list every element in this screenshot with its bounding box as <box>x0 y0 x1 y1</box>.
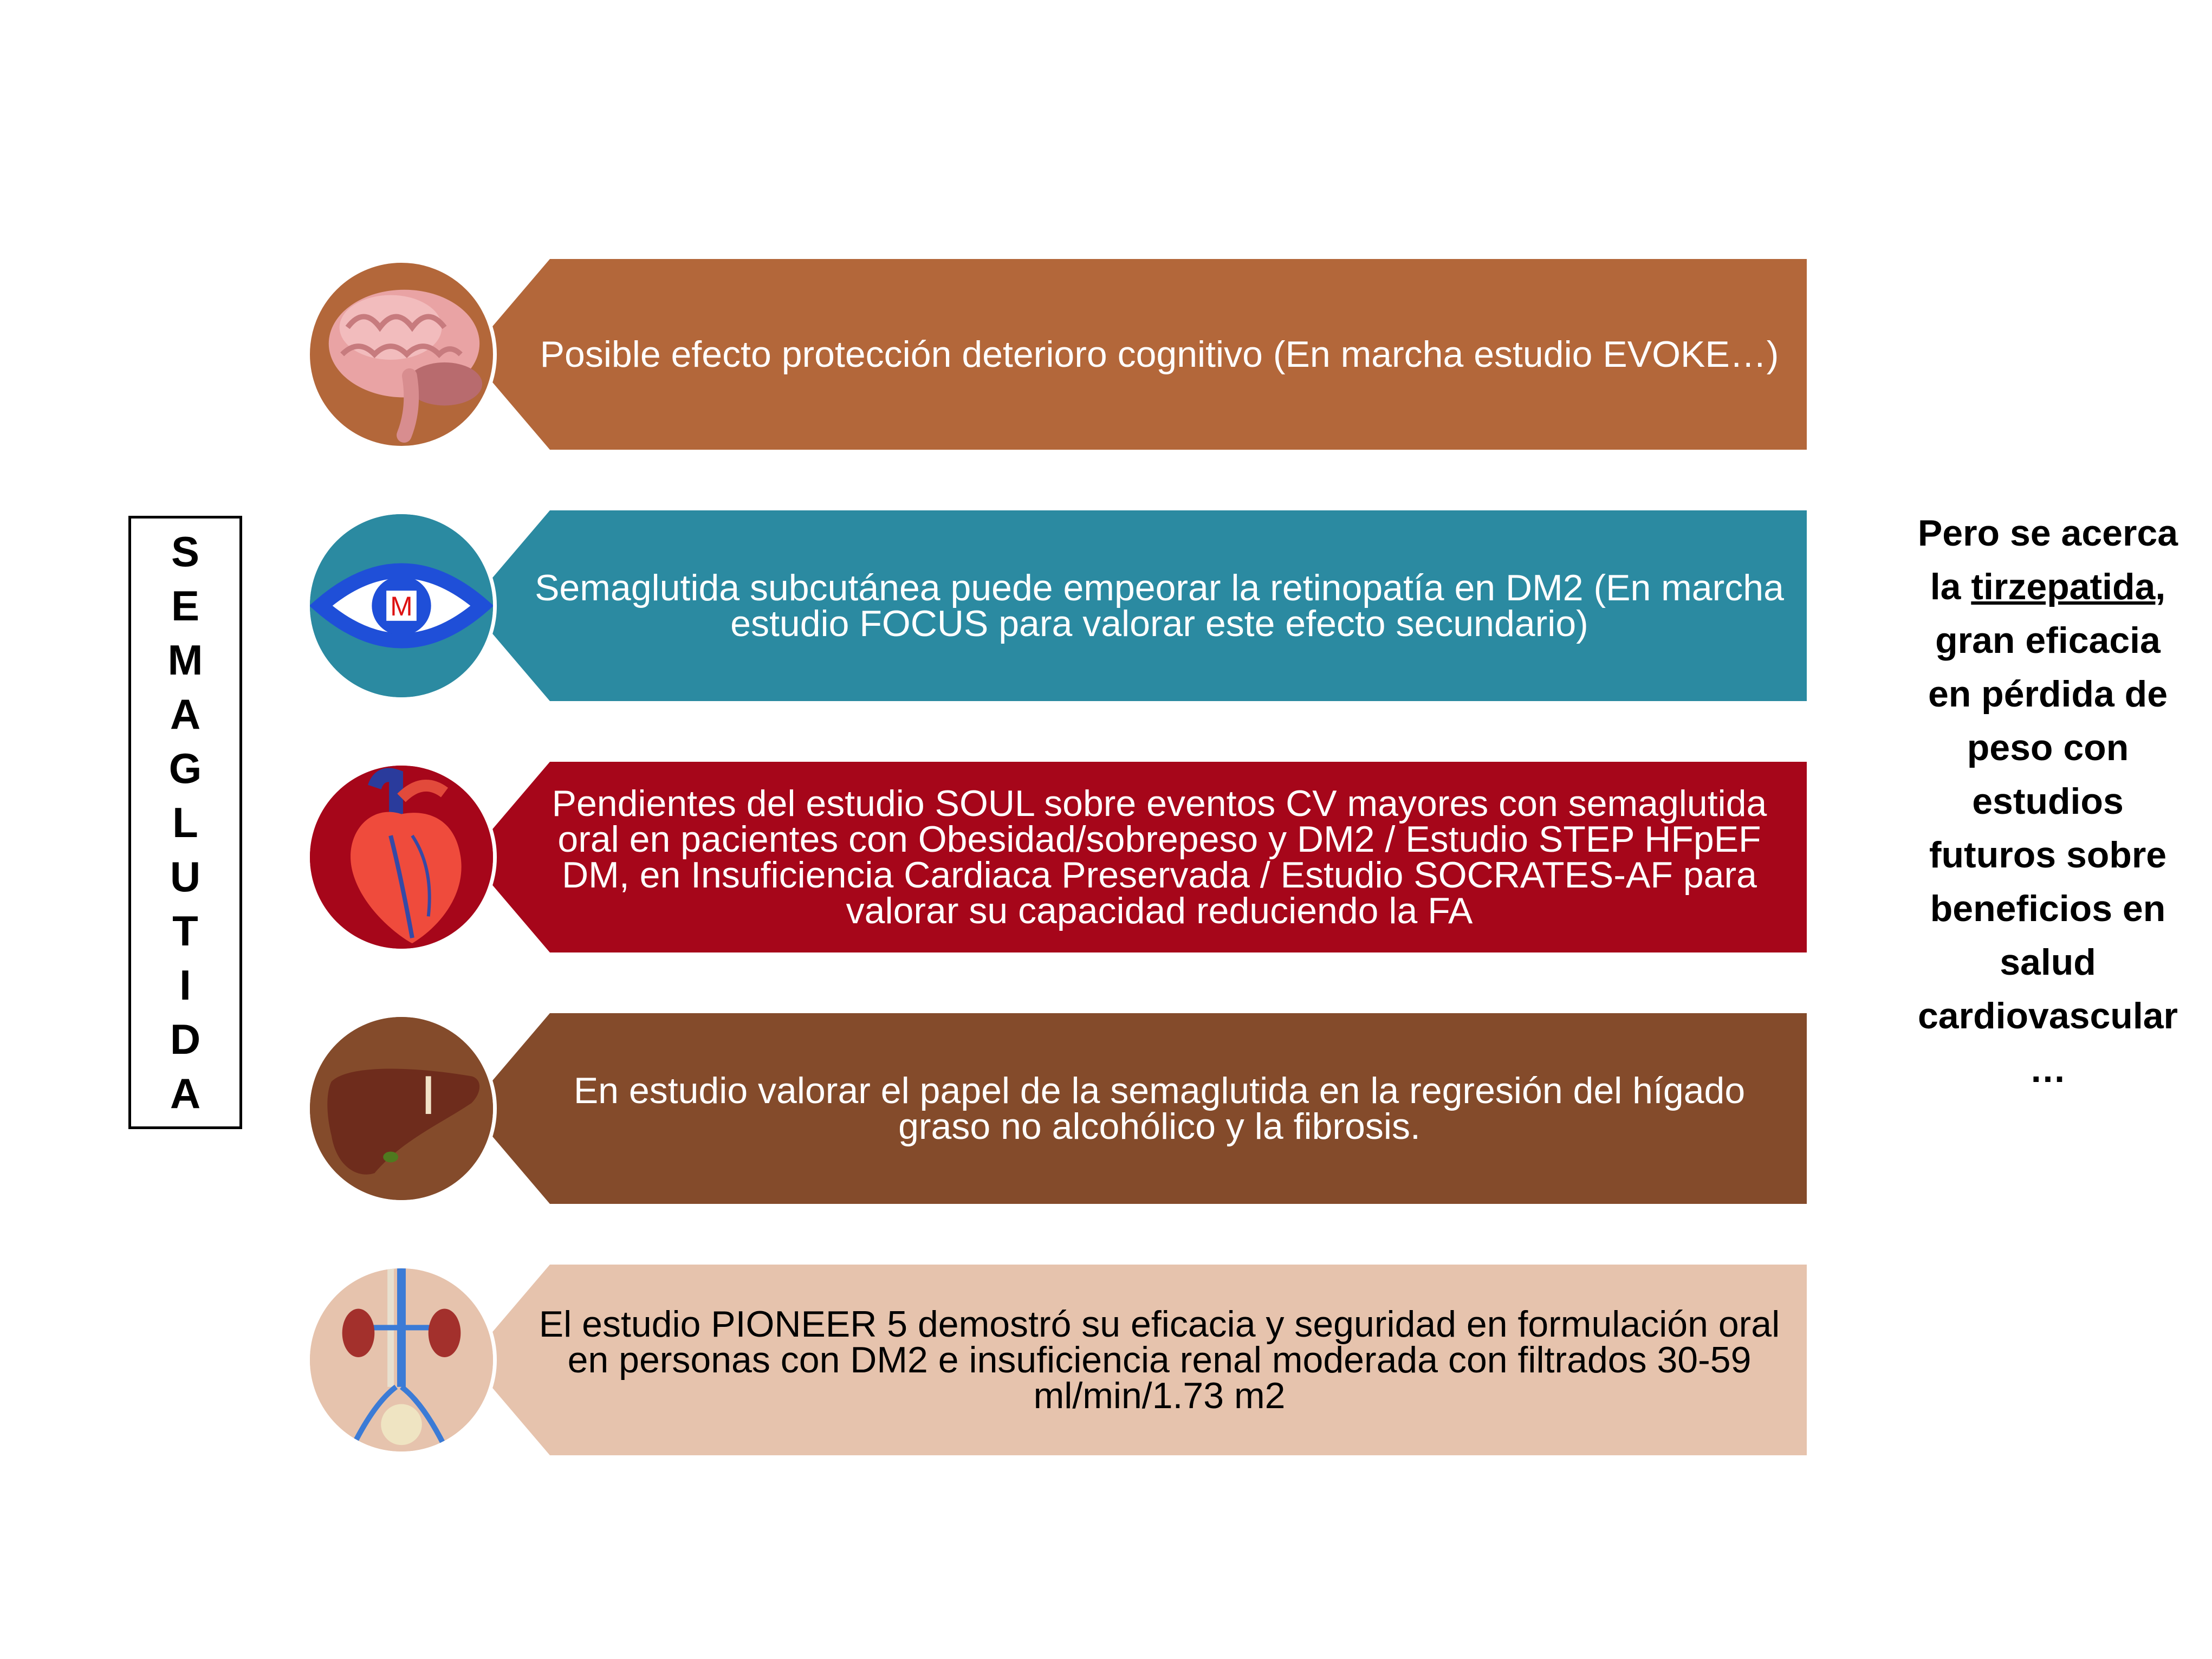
label-letter: U <box>170 853 201 900</box>
banner-text-cognitive: Posible efecto protección deterioro cogn… <box>540 334 1779 375</box>
row-liver: En estudio valorar el papel de la semagl… <box>306 1013 1807 1204</box>
note-line: la tirzepatida, <box>1930 566 2166 607</box>
icon-circle-brain <box>306 259 497 450</box>
note-line: salud <box>2000 942 2096 983</box>
eye-icon: M <box>310 514 493 697</box>
note-line: beneficios en <box>1930 888 2166 929</box>
banner-text-cardiovascular: Pendientes del estudio SOUL sobre evento… <box>552 783 1767 931</box>
label-letter: M <box>167 636 203 684</box>
note-line: peso con <box>1967 727 2129 768</box>
icon-circle-kidney <box>306 1265 497 1455</box>
note-line: cardiovascular <box>1917 995 2178 1036</box>
banner-text-liver: En estudio valorar el papel de la semagl… <box>573 1070 1746 1147</box>
label-letter: L <box>172 799 198 846</box>
banner-cognitive <box>469 259 1807 450</box>
heart-icon <box>310 766 493 949</box>
row-cognitive: Posible efecto protección deterioro cogn… <box>306 259 1807 450</box>
label-letter: A <box>170 1070 201 1117</box>
banner-retinopathy <box>469 510 1807 701</box>
note-line: estudios <box>1972 781 2124 822</box>
icon-circle-eye: M <box>306 510 497 701</box>
row-cardiovascular: Pendientes del estudio SOUL sobre evento… <box>306 762 1807 952</box>
brain-icon <box>328 289 483 443</box>
label-letter: I <box>179 961 191 1009</box>
note-line: futuros sobre <box>1929 834 2167 876</box>
semaglutida-vertical-label: S E M A G L U T I D A <box>128 516 242 1129</box>
banner-text-retinopathy: Semaglutida subcutánea puede empeorar la… <box>535 567 1784 644</box>
banner-renal <box>469 1265 1807 1455</box>
label-letter: A <box>170 690 201 738</box>
label-letter: D <box>170 1015 201 1063</box>
tirzepatida-note: Pero se acerca la tirzepatida, gran efic… <box>1896 507 2200 1097</box>
icon-circle-heart <box>306 762 497 952</box>
icon-circle-liver <box>306 1013 497 1204</box>
note-line: Pero se acerca <box>1917 513 2178 554</box>
label-letter: E <box>171 582 200 630</box>
row-renal: El estudio PIONEER 5 demostró su eficaci… <box>306 1265 1807 1455</box>
banner-cardiovascular <box>469 762 1807 952</box>
kidney-icon <box>310 1268 493 1451</box>
liver-icon <box>310 1017 493 1200</box>
note-line: en pérdida de <box>1928 673 2168 715</box>
label-letter: S <box>171 528 200 575</box>
svg-text:M: M <box>390 591 412 621</box>
label-letter: T <box>172 907 198 955</box>
banner-text-renal: El estudio PIONEER 5 demostró su eficaci… <box>539 1304 1780 1416</box>
label-letter: G <box>168 744 202 792</box>
row-retinopathy: Semaglutida subcutánea puede empeorar la… <box>306 510 1807 701</box>
banner-liver <box>469 1013 1807 1204</box>
note-line: … <box>2029 1049 2066 1090</box>
note-line: gran eficacia <box>1935 620 2161 661</box>
tirzepatida-underlined: tirzepatida <box>1971 566 2156 607</box>
